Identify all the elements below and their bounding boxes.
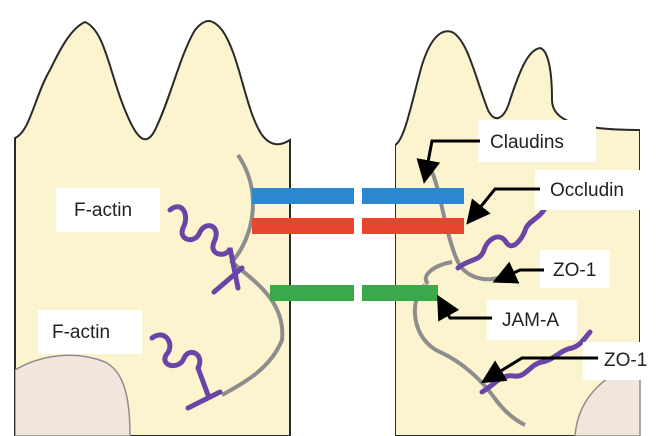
jam-a-bar-right [362,285,438,301]
label-zo1-top-text: ZO-1 [553,260,596,281]
label-factin-bottom-text: F-actin [52,322,110,343]
claudin-bar-left [252,188,354,204]
label-claudins-text: Claudins [490,132,564,153]
occludin-bar-left [252,218,354,234]
label-factin-top: F-actin [56,188,160,232]
occludin-bar-right [362,218,464,234]
label-jam-a-text: JAM-A [502,310,559,331]
label-factin-top-text: F-actin [74,200,132,221]
label-zo1-bottom-text: ZO-1 [604,350,647,371]
label-occludin-text: Occludin [550,180,624,201]
claudin-bar-right [362,188,464,204]
left-nucleus [15,355,130,436]
label-factin-bottom: F-actin [38,310,142,354]
jam-a-bar-left [270,285,354,301]
